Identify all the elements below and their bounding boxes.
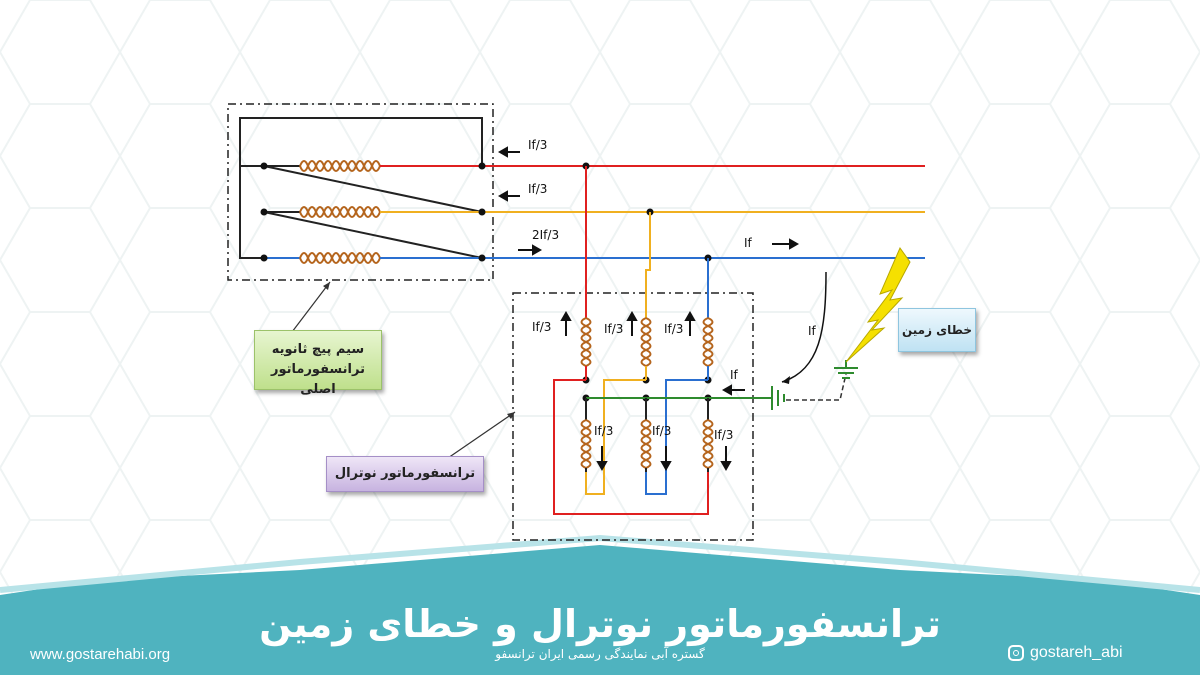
page-title: ترانسفورماتور نوترال و خطای زمین xyxy=(259,602,941,646)
cross-blue xyxy=(645,379,708,495)
secondary-winding-box xyxy=(227,103,494,281)
secondary-winding-label: سیم پیچ ثانویه ترانسفورماتور اصلی xyxy=(254,330,382,397)
website-link[interactable]: www.gostarehabi.org xyxy=(30,646,171,663)
current-label-fault-return: If xyxy=(808,324,816,338)
junction-dots xyxy=(260,162,712,402)
pointer-neutral xyxy=(447,411,516,459)
current-label-ground-return: If xyxy=(730,368,738,382)
delta-wiring xyxy=(239,117,483,167)
lightning-icon xyxy=(845,246,911,363)
page-subtitle: گستره آبی نمایندگی رسمی ایران ترانسفو xyxy=(495,647,705,661)
current-label-zz-upper-1: If/3 xyxy=(532,320,552,334)
footer-wave xyxy=(0,534,1200,593)
pointer-secondary xyxy=(291,281,331,333)
instagram-link[interactable]: gostareh_abi xyxy=(1008,644,1123,662)
current-label-zz-upper-3: If/3 xyxy=(664,322,684,336)
ground-return-path xyxy=(786,373,847,401)
instagram-handle: gostareh_abi xyxy=(1030,644,1123,661)
instagram-icon xyxy=(1008,645,1024,661)
background-pattern xyxy=(0,0,1200,600)
current-label-zz-lower-1: If/3 xyxy=(594,424,614,438)
current-label-blue: 2If/3 xyxy=(532,228,560,242)
current-label-yellow: If/3 xyxy=(528,182,548,196)
current-label-zz-upper-2: If/3 xyxy=(604,322,624,336)
delta-diagonal-2 xyxy=(263,211,483,259)
current-label-zz-lower-3: If/3 xyxy=(714,428,734,442)
cross-yellow xyxy=(585,379,646,495)
secondary-winding-line1: سیم پیچ ثانویه xyxy=(271,342,365,357)
current-arrows xyxy=(497,146,800,472)
current-label-red: If/3 xyxy=(528,138,548,152)
cross-red xyxy=(553,379,709,515)
current-label-zz-lower-2: If/3 xyxy=(652,424,672,438)
delta-wiring-left xyxy=(239,166,262,259)
neutral-ground-icon xyxy=(771,386,785,410)
secondary-winding-line2: ترانسفورماتور اصلی xyxy=(271,362,365,397)
footer-band xyxy=(0,545,1200,675)
neutral-transformer-box xyxy=(512,292,754,541)
delta-diagonal-1 xyxy=(263,165,483,213)
fault-current-curve xyxy=(781,271,827,383)
ground-fault-label: خطای زمین xyxy=(898,308,976,352)
neutral-transformer-label: ترانسفورماتور نوترال xyxy=(326,456,484,492)
current-label-fault-line: If xyxy=(744,236,752,250)
